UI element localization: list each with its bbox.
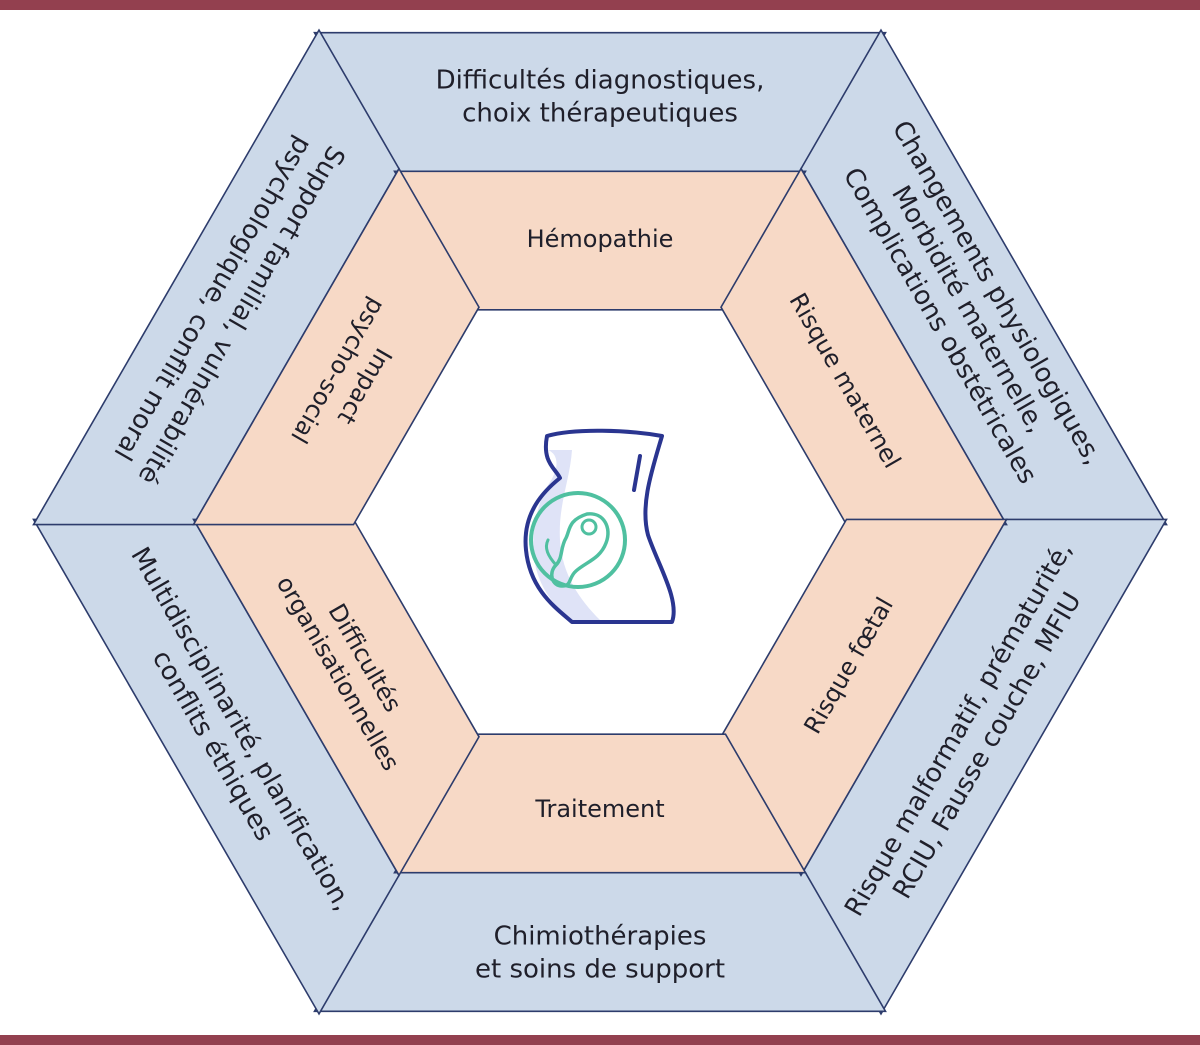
inner-segment-top: Hémopathie (393, 170, 807, 311)
inner-segment-shape-upper-left (192, 167, 480, 526)
inner-label-line: Traitement (534, 795, 664, 823)
outer-label-line: Difficultés diagnostiques, (436, 65, 765, 95)
pregnancy-fetus-icon (523, 428, 676, 624)
inner-segment-lower-right: Risque fœtal (720, 518, 1008, 877)
outer-segment-top: Difficultés diagnostiques,choix thérapeu… (313, 31, 887, 173)
inner-label-top: Hémopathie (527, 225, 674, 253)
inner-segment-upper-right: Risque maternel (720, 167, 1008, 526)
outer-label-top: Difficultés diagnostiques,choix thérapeu… (436, 65, 765, 128)
inner-label-bottom: Traitement (534, 795, 664, 823)
top-rule (0, 0, 1200, 10)
inner-segment-lower-left: Difficultésorganisationnelles (192, 518, 480, 877)
outer-label-line: choix thérapeutiques (462, 98, 738, 128)
outer-label-line: Chimiothérapies (494, 921, 707, 951)
bottom-rule (0, 1035, 1200, 1045)
outer-label-line: et soins de support (475, 954, 725, 984)
inner-label-line: Hémopathie (527, 225, 674, 253)
